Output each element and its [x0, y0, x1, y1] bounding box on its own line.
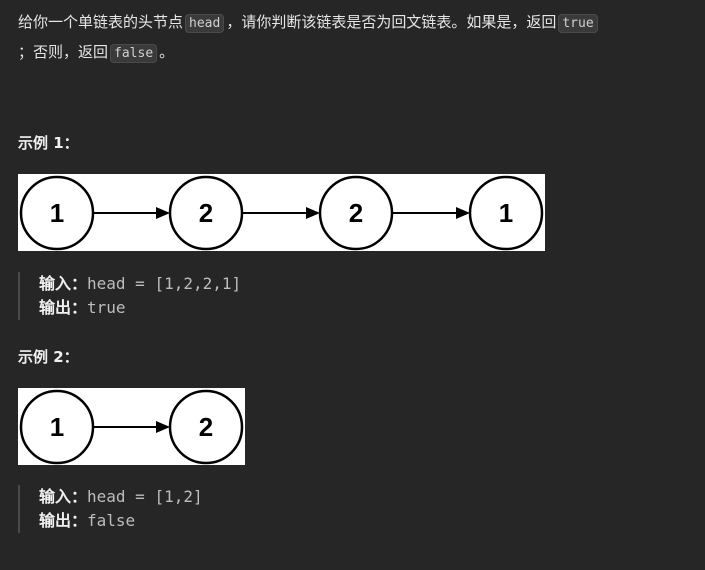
desc-text-2: ，请你判断该链表是否为回文链表。如果是，返回 — [226, 13, 557, 31]
node-value: 1 — [499, 198, 513, 228]
code-true: true — [558, 14, 598, 33]
example-1-title: 示例 1： — [18, 134, 79, 152]
example-1-input-line: 输入：head = [1,2,2,1] — [39, 272, 241, 296]
node-2: 2 — [168, 175, 244, 251]
code-head: head — [185, 14, 225, 33]
code-false: false — [110, 44, 158, 63]
desc-text-4: 。 — [159, 43, 175, 61]
node-circle — [168, 389, 244, 465]
node-value: 2 — [349, 198, 363, 228]
node-2: 2 — [168, 389, 244, 465]
arrow-3 — [392, 207, 470, 219]
example-1-io-block: 输入：head = [1,2,2,1] 输出：true — [18, 272, 241, 320]
node-value: 1 — [50, 198, 64, 228]
example-2-title: 示例 2： — [18, 348, 79, 366]
input-label: 输入： — [39, 274, 88, 293]
example-1-linked-list-diagram: 1 2 2 1 — [18, 174, 545, 251]
node-4: 1 — [468, 175, 544, 251]
desc-text-1: 给你一个单链表的头节点 — [18, 13, 184, 31]
node-3: 2 — [318, 175, 394, 251]
node-value: 2 — [199, 198, 213, 228]
output-value: true — [87, 298, 126, 317]
arrow-1 — [93, 421, 170, 433]
output-label: 输出： — [39, 298, 88, 317]
node-circle — [468, 175, 544, 251]
output-value: false — [87, 511, 136, 530]
input-value: head = [1,2] — [87, 487, 203, 506]
node-value: 2 — [199, 412, 213, 442]
output-label: 输出： — [39, 511, 88, 530]
example-2-output-line: 输出：false — [39, 509, 203, 533]
example-1-output-line: 输出：true — [39, 296, 241, 320]
arrow-2 — [242, 207, 320, 219]
example-2-linked-list-diagram: 1 2 — [18, 388, 245, 465]
example-2-io-block: 输入：head = [1,2] 输出：false — [18, 485, 203, 533]
node-1: 1 — [19, 175, 95, 251]
node-1: 1 — [19, 389, 95, 465]
desc-text-3: ；否则，返回 — [18, 43, 109, 61]
arrow-1 — [93, 207, 170, 219]
example-2-input-line: 输入：head = [1,2] — [39, 485, 203, 509]
input-label: 输入： — [39, 487, 88, 506]
input-value: head = [1,2,2,1] — [87, 274, 242, 293]
node-value: 1 — [50, 412, 64, 442]
